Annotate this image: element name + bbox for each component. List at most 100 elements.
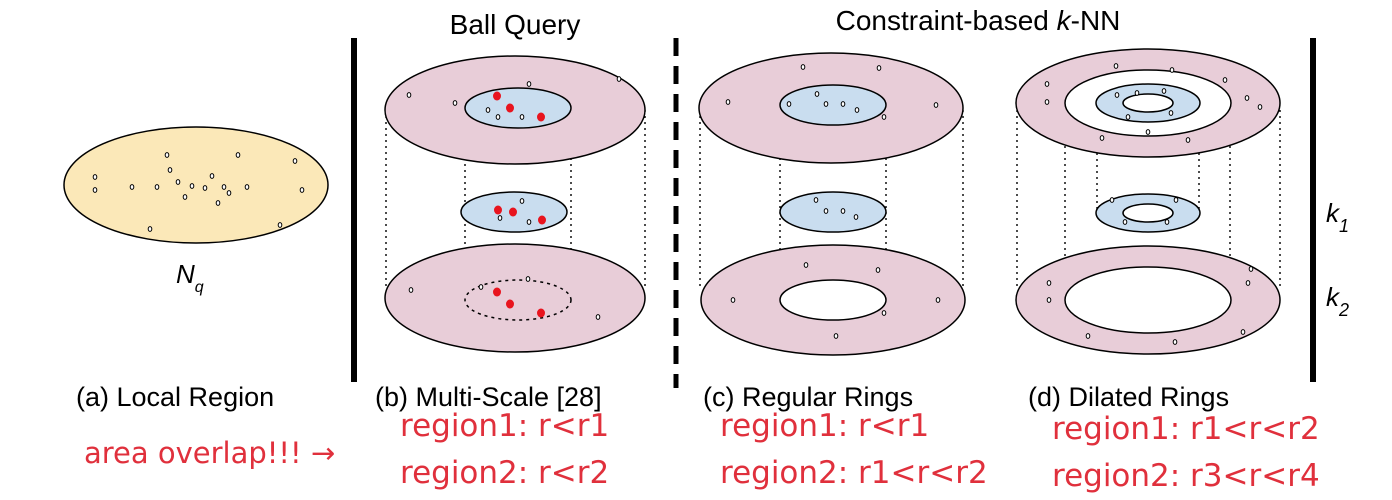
point: [1248, 266, 1254, 272]
caption-a: (a) Local Region: [76, 382, 274, 412]
point: [277, 222, 283, 228]
caption-c: (c) Regular Rings: [703, 382, 913, 412]
sampled-point: [506, 103, 514, 113]
caption-d: (d) Dilated Rings: [1028, 382, 1229, 412]
point: [154, 184, 160, 190]
point: [814, 91, 820, 97]
point: [1244, 95, 1250, 101]
point: [853, 214, 859, 220]
k1-label: k1: [1326, 198, 1349, 236]
point: [876, 65, 882, 71]
point: [1172, 339, 1178, 345]
point: [1222, 77, 1228, 83]
point: [1134, 90, 1140, 96]
ring-hole-bottom: [1064, 266, 1232, 334]
point: [854, 107, 860, 113]
regular-rings-group: [698, 52, 966, 356]
multi-scale-group: [384, 55, 646, 353]
point: [221, 184, 227, 190]
sampled-point: [494, 205, 502, 215]
regular-rings-points: [725, 64, 941, 339]
point: [1240, 329, 1246, 335]
point: [1109, 197, 1115, 203]
point: [452, 100, 458, 106]
point: [1257, 104, 1263, 110]
point: [1122, 219, 1128, 225]
point: [1046, 297, 1052, 303]
sampled-point: [538, 215, 546, 225]
point: [495, 114, 501, 120]
overlap-note: area overlap!!! →: [84, 436, 335, 470]
point: [1113, 63, 1119, 69]
point: [800, 64, 806, 70]
point: [485, 107, 491, 113]
point: [1185, 137, 1191, 143]
point: [526, 81, 532, 87]
point: [167, 167, 173, 173]
dilated-rings-group: [1015, 48, 1281, 355]
point: [408, 287, 414, 293]
point: [803, 262, 809, 268]
point: [1164, 219, 1170, 225]
point: [933, 102, 939, 108]
local-region-ellipse: [63, 126, 329, 244]
point: [1114, 92, 1120, 98]
point: [244, 184, 250, 190]
point: [1169, 67, 1175, 73]
point: [840, 101, 846, 107]
d-region2-text: region2: r3<r<r4: [1052, 458, 1320, 494]
point: [235, 152, 241, 158]
point: [1046, 280, 1052, 286]
sampled-point: [509, 207, 517, 217]
inner-disk-top: [464, 87, 572, 129]
point: [92, 187, 98, 193]
point: [1085, 333, 1091, 339]
point: [1161, 88, 1167, 94]
point: [164, 152, 170, 158]
point: [299, 187, 305, 193]
point: [813, 197, 819, 203]
point: [1145, 129, 1151, 135]
sampled-point: [493, 91, 501, 101]
point: [292, 158, 298, 164]
point: [182, 194, 188, 200]
point: [935, 297, 941, 303]
point: [881, 310, 887, 316]
point: [725, 99, 731, 105]
inner-hole-top: [1122, 93, 1174, 113]
point: [215, 200, 221, 206]
point: [875, 267, 881, 273]
local-points: [92, 152, 305, 232]
point: [406, 92, 412, 98]
point: [595, 314, 601, 320]
point: [519, 114, 525, 120]
point: [1044, 81, 1050, 87]
point: [129, 184, 135, 190]
d-region1-text: region1: r1<r<r2: [1052, 411, 1320, 447]
inner-disk-top: [779, 84, 887, 126]
sampled-point: [537, 112, 545, 122]
multi-scale-points: [406, 76, 622, 320]
point: [1245, 280, 1251, 286]
caption-b: (b) Multi-Scale [28]: [375, 382, 602, 412]
point: [823, 101, 829, 107]
sampled-point: [493, 287, 501, 297]
point: [226, 190, 232, 196]
nq-symbol: Nq: [176, 259, 204, 296]
point: [175, 179, 181, 185]
point: [730, 297, 736, 303]
point: [209, 173, 215, 179]
outer-disk-bottom: [384, 243, 646, 353]
point: [1173, 197, 1179, 203]
point: [840, 208, 846, 214]
inner-boundary-dotted: [464, 279, 572, 321]
point: [881, 114, 887, 120]
k2-label: k2: [1326, 282, 1349, 320]
inner-disk-middle: [779, 191, 887, 233]
point: [519, 198, 525, 204]
point: [147, 226, 153, 232]
sampled-point: [537, 308, 545, 318]
header-constraint-knn: Constraint-based k-NN: [836, 5, 1121, 36]
ring-hole-bottom: [779, 279, 887, 321]
